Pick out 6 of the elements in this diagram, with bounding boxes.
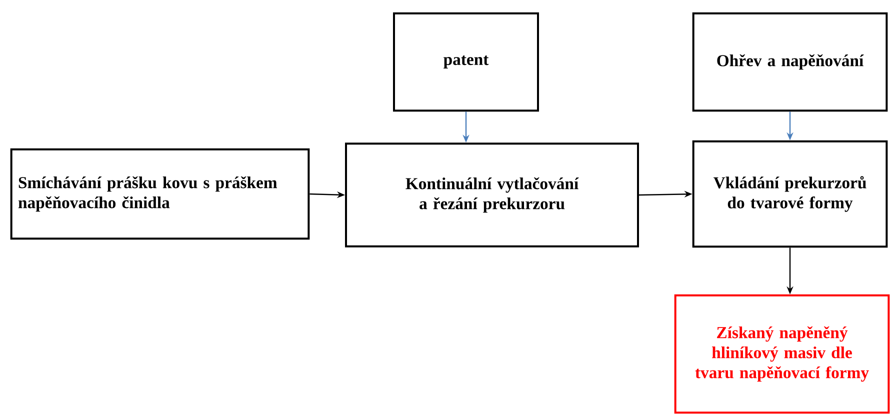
process-box: patent (393, 12, 539, 112)
process-box: Smíchávání prášku kovu s práškem napěňovacího činidla (10, 148, 310, 240)
process-box: Kontinuální vytlačování a řezání prekurzoru (345, 142, 639, 248)
process-box: Vkládání prekurzorů do tvarové formy (692, 140, 888, 248)
process-box: Získaný napěněný hliníkový masiv dle tvaru napěňovací formy (674, 294, 890, 414)
process-box: Ohřev a napěňování (692, 12, 888, 112)
